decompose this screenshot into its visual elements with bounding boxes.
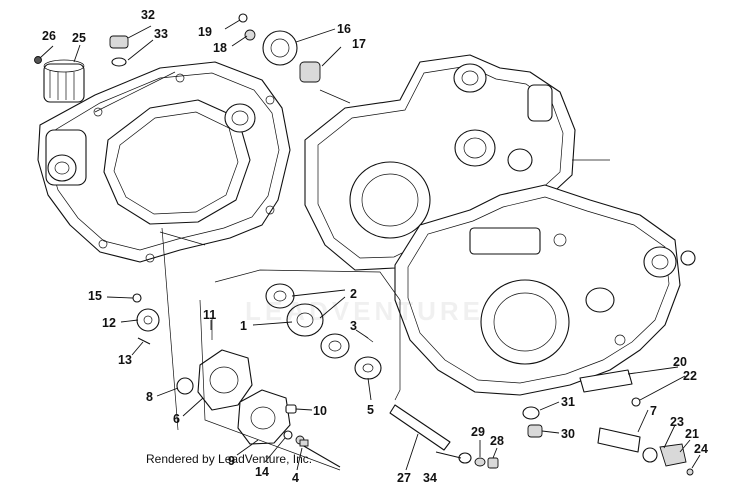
callout-18[interactable]: 18	[213, 41, 227, 55]
callout-17[interactable]: 17	[352, 37, 366, 51]
callout-19[interactable]: 19	[198, 25, 212, 39]
oil-filter	[34, 56, 85, 103]
drive-gear	[238, 13, 351, 104]
callout-32[interactable]: 32	[141, 8, 155, 22]
callout-8[interactable]: 8	[146, 390, 153, 404]
callout-5[interactable]: 5	[367, 403, 374, 417]
callout-15[interactable]: 15	[88, 289, 102, 303]
callout-28[interactable]: 28	[490, 434, 504, 448]
callout-29[interactable]: 29	[471, 425, 485, 439]
callout-labels: 32 26 25 33 19 18 16 17 2 1 3 5 15 12 13…	[42, 8, 708, 485]
callout-22[interactable]: 22	[683, 369, 697, 383]
leader-lines	[39, 19, 701, 471]
callout-7[interactable]: 7	[650, 404, 657, 418]
callout-3[interactable]: 3	[350, 319, 357, 333]
crankcase-cover	[37, 61, 291, 263]
callout-6[interactable]: 6	[173, 412, 180, 426]
callout-13[interactable]: 13	[118, 353, 132, 367]
callout-24[interactable]: 24	[694, 442, 708, 456]
callout-33[interactable]: 33	[154, 27, 168, 41]
callout-16[interactable]: 16	[337, 22, 351, 36]
callout-27[interactable]: 27	[397, 471, 411, 485]
crankcase-half-upper	[304, 54, 610, 271]
callout-1[interactable]: 1	[240, 319, 247, 333]
callout-10[interactable]: 10	[313, 404, 327, 418]
callout-30[interactable]: 30	[561, 427, 575, 441]
drain-plug	[109, 35, 129, 67]
crankcase-half-lower	[394, 184, 696, 396]
callout-9[interactable]: 9	[228, 454, 235, 468]
callout-26[interactable]: 26	[42, 29, 56, 43]
callout-2[interactable]: 2	[350, 287, 357, 301]
callout-34[interactable]: 34	[423, 471, 437, 485]
callout-4[interactable]: 4	[292, 471, 299, 485]
lower-fittings	[389, 369, 694, 476]
callout-21[interactable]: 21	[685, 427, 699, 441]
footer-credit: Rendered by LeadVenture, Inc.	[146, 452, 313, 466]
callout-14[interactable]: 14	[255, 465, 269, 479]
callout-12[interactable]: 12	[102, 316, 116, 330]
callout-11[interactable]: 11	[203, 308, 216, 322]
callout-31[interactable]: 31	[561, 395, 575, 409]
pump-assembly	[132, 293, 341, 468]
assembly-outlines	[94, 71, 401, 471]
watermark-text: LEADVENTURE	[245, 296, 485, 326]
callout-25[interactable]: 25	[72, 31, 86, 45]
callout-23[interactable]: 23	[670, 415, 684, 429]
callout-20[interactable]: 20	[673, 355, 687, 369]
